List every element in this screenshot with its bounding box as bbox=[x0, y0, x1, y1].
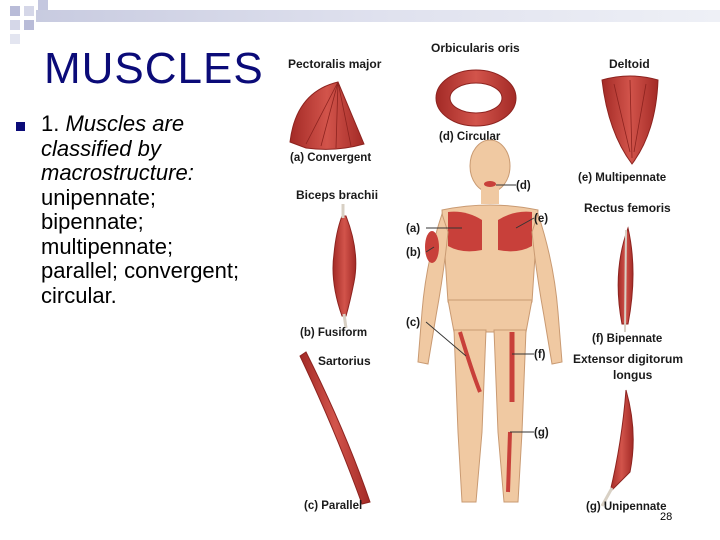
orbicularis-inner bbox=[449, 82, 503, 114]
label-orbicularis-oris: Orbicularis oris bbox=[431, 41, 520, 55]
bullet-rest: unipennate; bipennate; multipennate; par… bbox=[41, 184, 240, 308]
slide-title: MUSCLES bbox=[44, 44, 264, 93]
pointer-b: (b) bbox=[406, 247, 421, 259]
muscle-shape-figure: Pectoralis major (a) Convergent Orbicula… bbox=[288, 41, 683, 513]
label-extensor-longus: longus bbox=[613, 368, 653, 382]
extensor-digitorum-muscle bbox=[609, 389, 634, 494]
bullet-lead: 1. bbox=[41, 111, 66, 136]
decor-square bbox=[10, 34, 20, 44]
pointer-d: (d) bbox=[516, 180, 531, 192]
decor-square bbox=[10, 20, 20, 30]
bullet-marker bbox=[16, 122, 25, 131]
bullet-italic: Muscles are classified by macrostructure… bbox=[41, 111, 194, 185]
label-unipennate: (g) Unipennate bbox=[586, 501, 667, 513]
page-number: 28 bbox=[660, 511, 673, 523]
decor-square bbox=[38, 0, 48, 10]
label-pectoralis-major: Pectoralis major bbox=[288, 57, 382, 71]
biceps-brachii-muscle bbox=[332, 215, 357, 317]
muscle-fiber-lines bbox=[613, 79, 647, 159]
label-circular: (d) Circular bbox=[439, 131, 501, 143]
sartorius-muscle bbox=[299, 351, 371, 505]
pectoralis-major-muscle bbox=[289, 81, 365, 150]
pointer-e: (e) bbox=[534, 213, 548, 225]
header-decor-bar bbox=[36, 10, 720, 22]
label-extensor-digitorum: Extensor digitorum bbox=[573, 352, 683, 366]
label-deltoid: Deltoid bbox=[609, 57, 650, 71]
pointer-g: (g) bbox=[534, 427, 549, 439]
pointer-f: (f) bbox=[534, 349, 546, 361]
label-sartorius: Sartorius bbox=[318, 354, 371, 368]
label-bipennate: (f) Bipennate bbox=[592, 333, 662, 345]
bullet-text: 1. Muscles are classified by macrostruct… bbox=[41, 111, 256, 308]
extensor-tendon bbox=[600, 487, 614, 507]
pointer-lines bbox=[425, 184, 535, 433]
deltoid-muscle bbox=[601, 75, 659, 165]
human-body-figure bbox=[417, 139, 563, 503]
biceps-tendon bbox=[341, 204, 348, 329]
label-multipennate: (e) Multipennate bbox=[578, 172, 666, 184]
label-rectus-femoris: Rectus femoris bbox=[584, 201, 671, 215]
label-biceps-brachii: Biceps brachii bbox=[296, 188, 378, 202]
decor-square bbox=[24, 20, 34, 30]
rectus-tendon bbox=[624, 229, 627, 333]
muscle-fiber-lines bbox=[305, 81, 352, 149]
decor-square bbox=[24, 6, 34, 16]
label-fusiform: (b) Fusiform bbox=[300, 327, 367, 339]
decor-square bbox=[10, 6, 20, 16]
pointer-a: (a) bbox=[406, 223, 420, 235]
label-convergent: (a) Convergent bbox=[290, 152, 371, 164]
pointer-c: (c) bbox=[406, 317, 420, 329]
label-parallel: (c) Parallel bbox=[304, 500, 362, 512]
